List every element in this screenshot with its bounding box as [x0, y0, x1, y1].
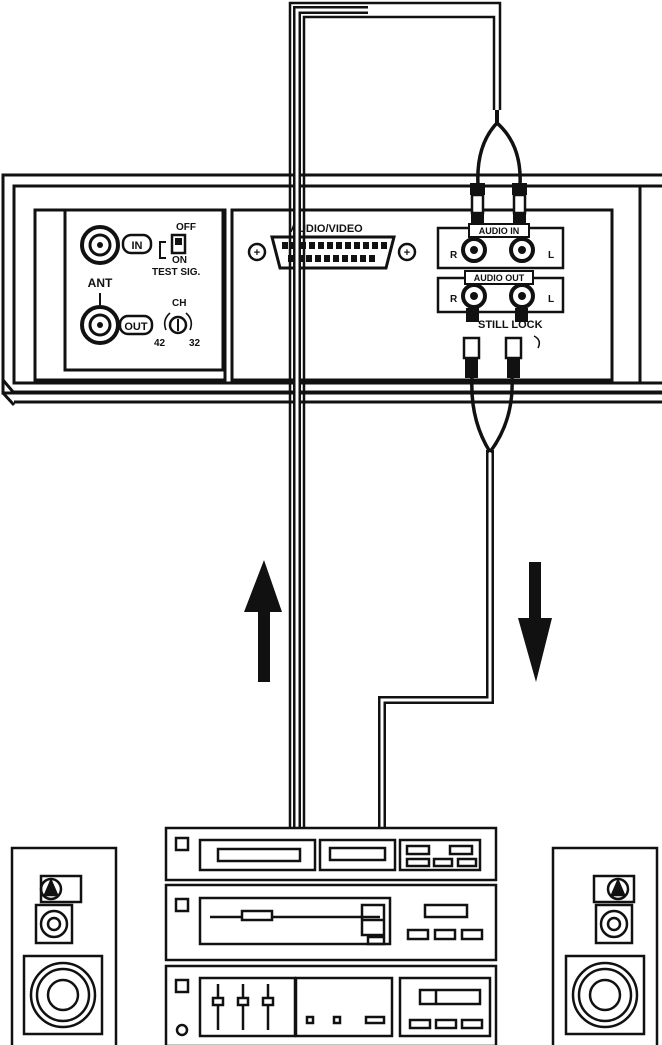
channel-knob[interactable]: [163, 312, 193, 335]
still-lock-label: STILL LOCK: [478, 319, 543, 331]
ch-high-label: 32: [189, 338, 201, 349]
audio-in-l-jack[interactable]: [509, 237, 535, 263]
in-label: IN: [132, 240, 143, 252]
audio-out-label: AUDIO OUT: [474, 273, 525, 283]
audio-out-panel: AUDIO OUT R L: [436, 270, 565, 314]
out-label-box: OUT: [118, 314, 154, 336]
speaker-icon: [551, 846, 659, 1045]
up-arrow-icon: [244, 560, 282, 682]
speaker-icon: [10, 846, 118, 1045]
test-sig-off-label: OFF: [176, 222, 196, 233]
audio-out-l-jack[interactable]: [509, 283, 535, 309]
audio-video-label: AUDIO/VIDEO: [290, 223, 363, 235]
ch-low-label: 42: [154, 338, 166, 349]
audio-in-label: AUDIO IN: [479, 226, 520, 236]
rca-plug-icon: [470, 183, 527, 223]
test-signal-switch[interactable]: [170, 233, 187, 255]
antenna-in-jack[interactable]: [80, 225, 120, 265]
audio-out-r-jack[interactable]: [461, 283, 487, 309]
cable-from-vcr-audio-out: [378, 377, 514, 828]
audio-in-r-jack[interactable]: [461, 237, 487, 263]
out-label: OUT: [124, 321, 148, 333]
audio-in-r-label: R: [450, 250, 458, 261]
antenna-out-jack[interactable]: [80, 305, 120, 345]
svg-text:+: +: [254, 247, 260, 259]
in-label-box: IN: [121, 233, 153, 255]
cable-to-vcr-audio-in: [288, 1, 522, 828]
audio-in-l-label: L: [548, 250, 554, 261]
audio-out-r-label: R: [450, 294, 458, 305]
audio-out-l-label: L: [548, 294, 554, 305]
ch-label: CH: [172, 298, 186, 309]
audio-in-panel: AUDIO IN R L: [436, 223, 565, 270]
down-arrow-icon: [518, 562, 552, 682]
test-sig-on-label: ON: [172, 255, 187, 266]
rca-plug-icon: [462, 308, 528, 378]
svg-text:+: +: [404, 247, 410, 259]
stereo-rack-icon: [164, 826, 498, 1045]
test-sig-label: TEST SIG.: [152, 267, 201, 278]
ant-label: ANT: [88, 276, 113, 290]
